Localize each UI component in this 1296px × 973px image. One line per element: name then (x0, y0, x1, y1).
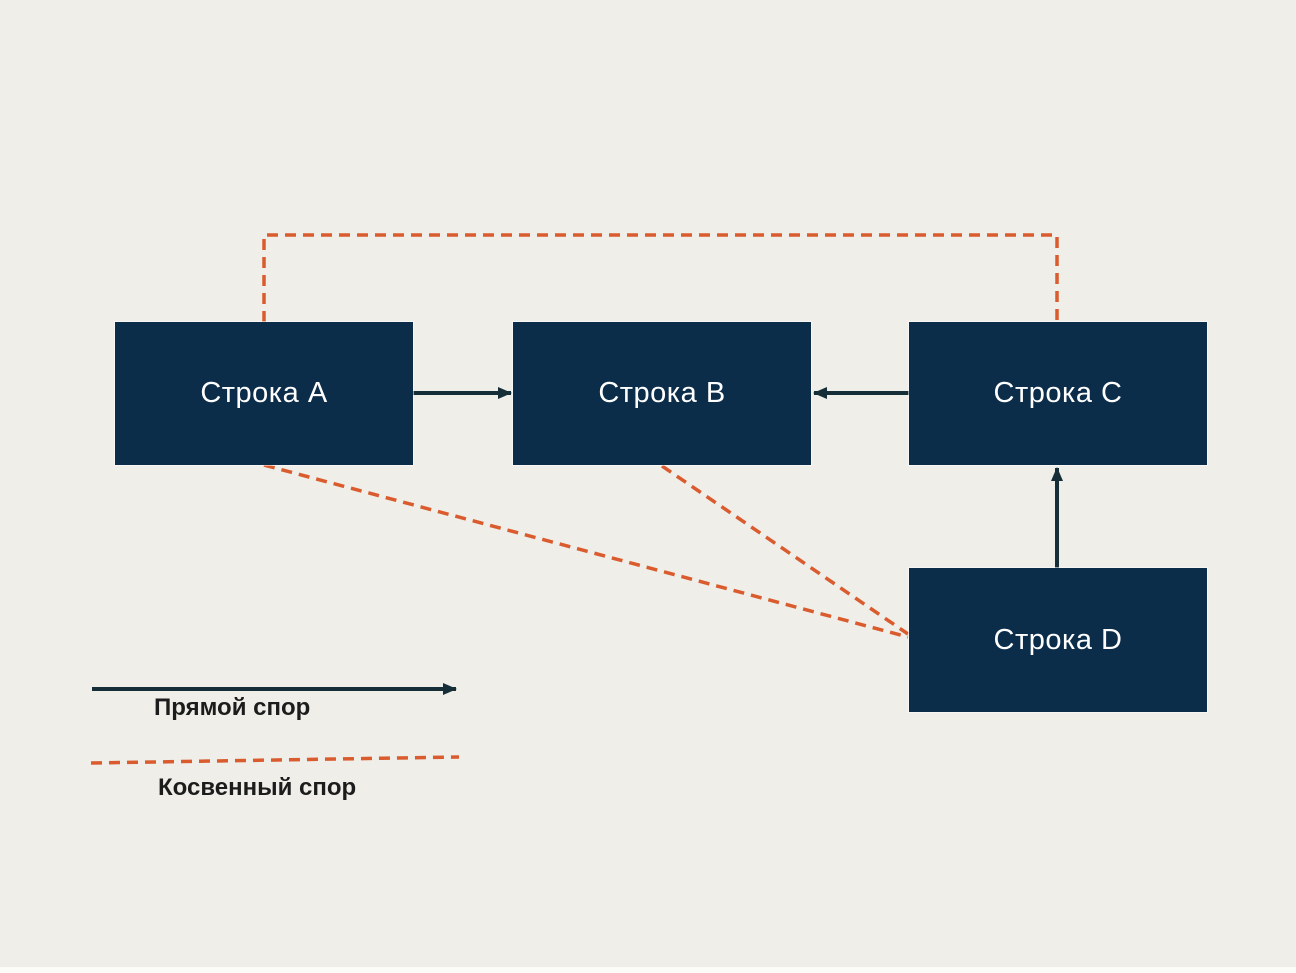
node-stroka-d: Строка D (909, 568, 1207, 712)
node-stroka-c: Строка C (909, 322, 1207, 465)
node-stroka-a: Строка A (115, 322, 413, 465)
edge-indirect-a-to-d (263, 463, 909, 639)
edge-indirect-a-to-c (262, 233, 1059, 322)
legend-indirect-label: Косвенный спор (158, 774, 357, 801)
edge-indirect-b-to-d (661, 464, 909, 636)
node-stroka-d-label: Строка D (993, 623, 1123, 656)
node-stroka-b: Строка B (513, 322, 811, 465)
legend-direct-label: Прямой спор (154, 694, 311, 721)
node-stroka-c-label: Строка C (993, 377, 1123, 409)
node-stroka-b-label: Строка B (598, 377, 726, 409)
bottom-strip (0, 967, 1296, 973)
node-stroka-a-label: Строка A (200, 377, 328, 409)
legend-indirect-line (90, 755, 460, 765)
